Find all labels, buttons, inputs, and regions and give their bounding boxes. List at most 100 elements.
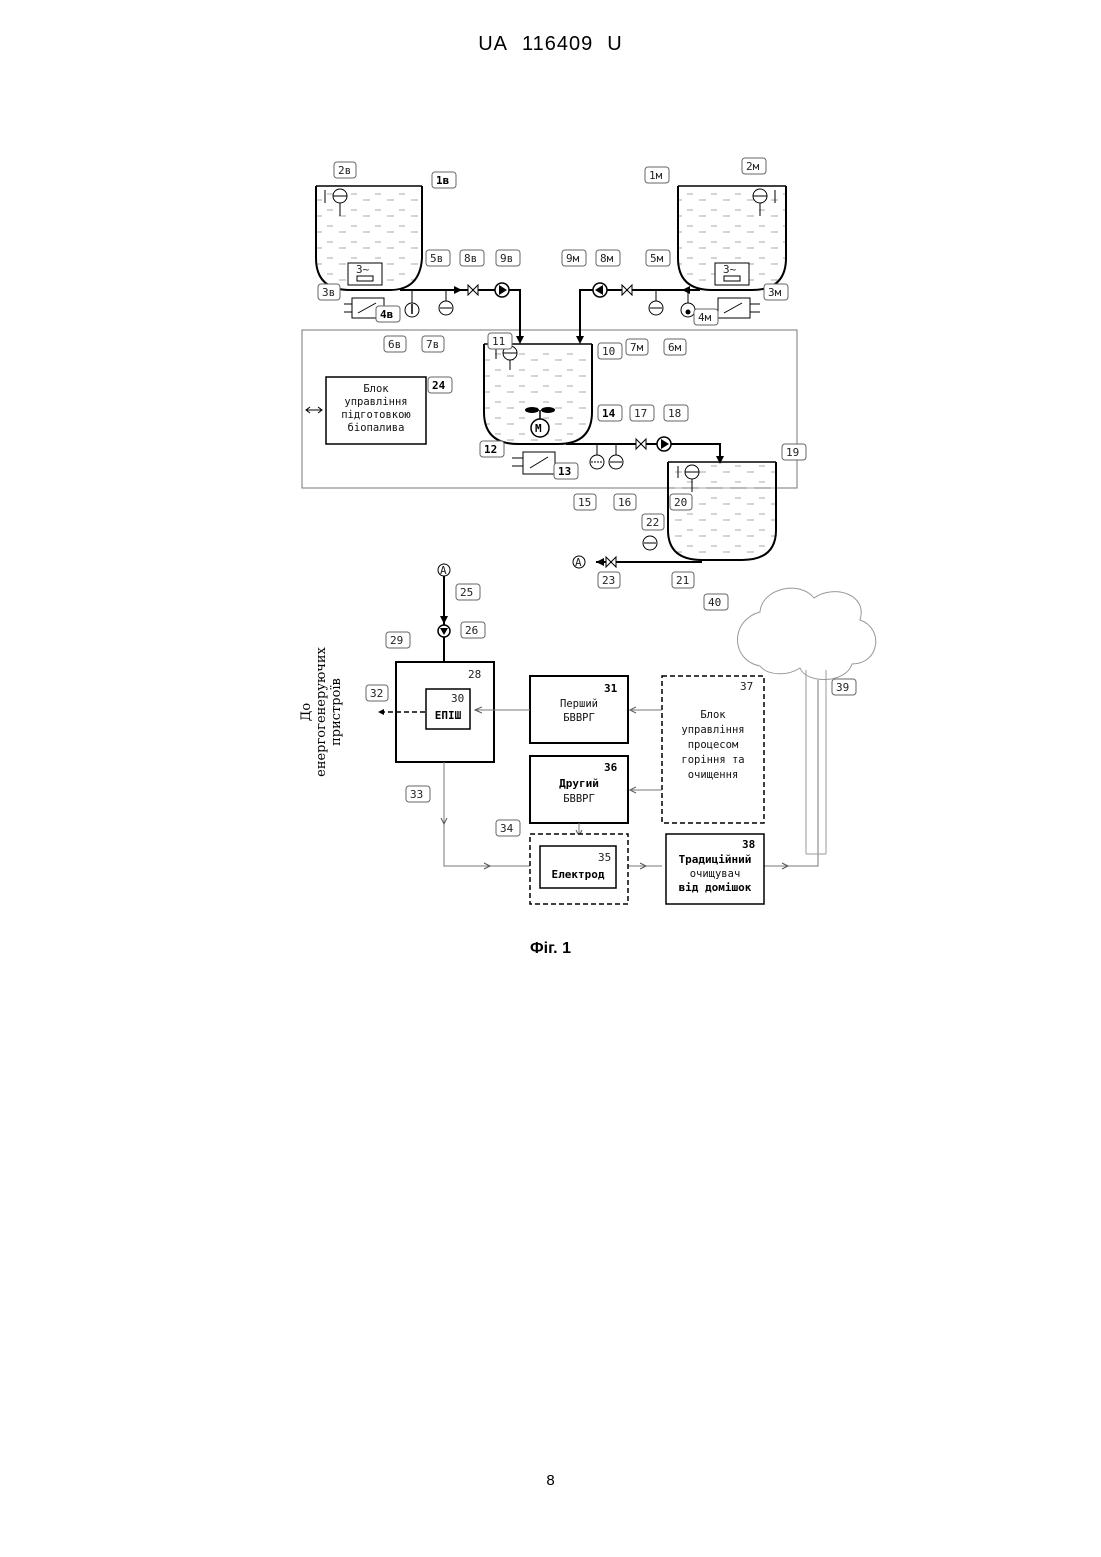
svg-text:очищення: очищення: [688, 769, 739, 781]
svg-text:12: 12: [484, 443, 497, 456]
svg-text:25: 25: [460, 586, 473, 599]
svg-text:11: 11: [492, 335, 505, 348]
tree-40: [738, 588, 876, 679]
pump-26: [438, 625, 450, 637]
svg-text:18: 18: [668, 407, 681, 420]
svg-text:3в: 3в: [322, 286, 335, 299]
svg-text:29: 29: [390, 634, 403, 647]
svg-text:40: 40: [708, 596, 721, 609]
thermometer-6m: [681, 290, 695, 317]
svg-text:10: 10: [602, 345, 615, 358]
svg-text:процесом: процесом: [688, 739, 739, 751]
switch-13: [512, 452, 555, 474]
svg-text:9в: 9в: [500, 252, 513, 265]
svg-text:38: 38: [742, 838, 755, 851]
svg-text:7в: 7в: [426, 338, 439, 351]
svg-text:Блок: Блок: [363, 383, 389, 395]
heater-3v: 3~: [348, 263, 382, 285]
svg-text:M: M: [535, 422, 542, 435]
svg-text:1в: 1в: [436, 174, 449, 187]
svg-text:Блок: Блок: [700, 709, 726, 721]
storage-tank-19: [668, 462, 776, 560]
svg-text:17: 17: [634, 407, 647, 420]
svg-text:управління: управління: [681, 724, 744, 736]
valve-17: [636, 439, 646, 449]
flowmeter-7v: [439, 290, 453, 315]
svg-text:горіння та: горіння та: [681, 754, 744, 766]
svg-text:8в: 8в: [464, 252, 477, 265]
pump-18: [657, 437, 671, 451]
svg-text:управління: управління: [344, 396, 407, 408]
svg-text:13: 13: [558, 465, 571, 478]
svg-text:8м: 8м: [600, 252, 614, 265]
svg-text:30: 30: [451, 692, 464, 705]
svg-text:36: 36: [604, 761, 618, 774]
svg-text:A: A: [575, 556, 582, 569]
svg-text:A: A: [440, 564, 447, 577]
svg-text:34: 34: [500, 822, 514, 835]
svg-text:3м: 3м: [768, 286, 782, 299]
svg-text:3~: 3~: [723, 263, 737, 276]
svg-text:Перший: Перший: [560, 698, 598, 710]
svg-text:15: 15: [578, 496, 591, 509]
pump-9v: [495, 283, 509, 297]
svg-text:Другий: Другий: [559, 777, 599, 790]
node-a-top: A: [573, 556, 585, 569]
svg-text:енергогенеруючих: енергогенеруючих: [314, 646, 329, 776]
svg-text:9м: 9м: [566, 252, 580, 265]
svg-text:від домішок: від домішок: [679, 881, 752, 894]
svg-text:1м: 1м: [649, 169, 663, 182]
svg-text:24: 24: [432, 379, 446, 392]
svg-text:2в: 2в: [338, 164, 351, 177]
valve-23: [606, 557, 616, 567]
svg-text:підготовкою: підготовкою: [341, 409, 411, 421]
svg-text:БВВРГ: БВВРГ: [563, 712, 595, 724]
svg-text:7м: 7м: [630, 341, 644, 354]
svg-text:26: 26: [465, 624, 478, 637]
switch-4m: [718, 298, 760, 318]
svg-text:біопалива: біопалива: [348, 422, 405, 434]
svg-text:20: 20: [674, 496, 687, 509]
svg-text:3~: 3~: [356, 263, 370, 276]
flowmeter-7m: [649, 290, 663, 315]
svg-text:пристроїв: пристроїв: [329, 678, 344, 746]
svg-text:16: 16: [618, 496, 631, 509]
svg-text:35: 35: [598, 851, 611, 864]
svg-text:37: 37: [740, 680, 753, 693]
svg-text:6в: 6в: [388, 338, 401, 351]
svg-text:39: 39: [836, 681, 849, 694]
svg-text:33: 33: [410, 788, 423, 801]
svg-text:До: До: [299, 703, 314, 722]
svg-text:БВВРГ: БВВРГ: [563, 793, 595, 805]
side-label: До енергогенеруючих пристроїв: [299, 646, 344, 776]
svg-text:4м: 4м: [698, 311, 712, 324]
thermometer-6v: [405, 290, 419, 317]
svg-text:21: 21: [676, 574, 689, 587]
svg-text:28: 28: [468, 668, 481, 681]
heater-15: [590, 444, 604, 469]
chimney-39: [806, 670, 826, 854]
flowmeter-22: [643, 536, 657, 550]
flowmeter-16: [609, 444, 623, 469]
svg-text:6м: 6м: [668, 341, 682, 354]
svg-text:ЕПІШ: ЕПІШ: [435, 709, 462, 722]
svg-text:14: 14: [602, 407, 616, 420]
figure-caption: Фіг. 1: [0, 940, 1101, 958]
svg-text:Традиційний: Традиційний: [679, 853, 752, 866]
svg-text:очищувач: очищувач: [690, 868, 741, 880]
svg-text:Електрод: Електрод: [552, 868, 605, 881]
pump-9m: [593, 283, 607, 297]
valve-8m: [622, 285, 632, 295]
svg-text:31: 31: [604, 682, 618, 695]
svg-text:2м: 2м: [746, 160, 760, 173]
svg-text:4в: 4в: [380, 308, 393, 321]
svg-text:19: 19: [786, 446, 799, 459]
node-a-bottom: A: [438, 564, 450, 577]
svg-text:32: 32: [370, 687, 383, 700]
svg-text:5м: 5м: [650, 252, 664, 265]
svg-text:5в: 5в: [430, 252, 443, 265]
bidirectional-arrow: [306, 407, 322, 413]
page-number: 8: [0, 1472, 1101, 1489]
heater-3m: 3~: [715, 263, 749, 285]
